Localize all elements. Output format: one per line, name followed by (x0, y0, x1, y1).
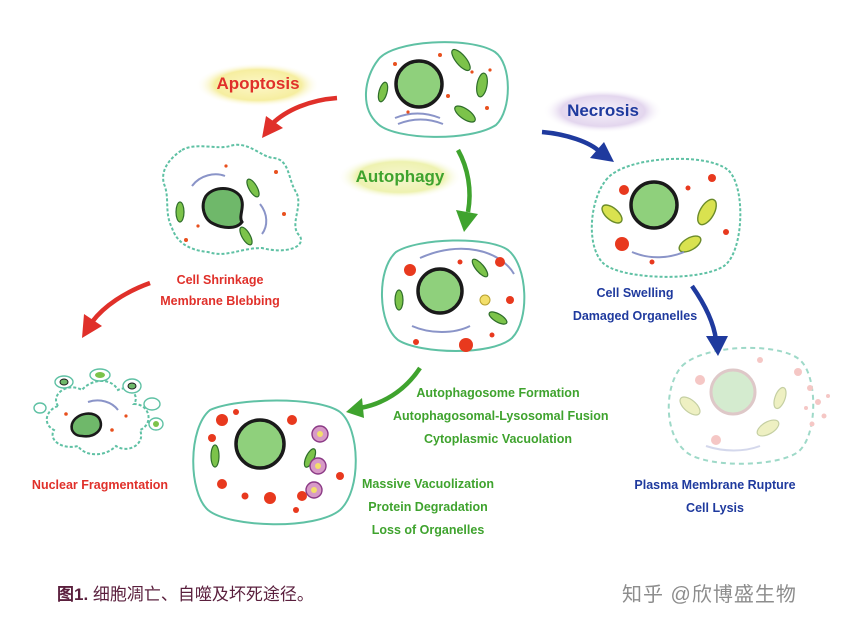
necrosis-stage1-label: Cell Swelling Damaged Organelles (560, 285, 710, 325)
figure-caption: 图1. 细胞凋亡、自噬及坏死途径。 (57, 580, 314, 605)
autophagy-arrow-2 (346, 366, 422, 418)
figure-label: 图1. (57, 585, 89, 604)
autophagy-stage1-line: Autophagosome Formation (416, 386, 580, 400)
autophagy-stage2-line: Massive Vacuolization (362, 477, 494, 491)
figure-caption-text: 细胞凋亡、自噬及坏死途径。 (88, 585, 314, 604)
apoptosis-arrow-1 (262, 95, 338, 138)
autophagy-bubble (338, 155, 462, 199)
apoptosis-stage2-label: Nuclear Fragmentation (31, 478, 169, 492)
apoptosis-title: Apoptosis (216, 74, 300, 93)
autophagy-cell-stage2 (192, 399, 357, 526)
necrosis-title: Necrosis (567, 101, 639, 120)
apoptotic-shrinking-cell (162, 143, 302, 255)
necrosis-stage2-line: Cell Lysis (686, 501, 744, 515)
necrotic-lysed-cell (667, 346, 830, 465)
apoptosis-stage1-label: Cell Shrinkage Membrane Blebbing (150, 272, 290, 310)
apoptosis-bubble (196, 63, 320, 107)
autophagy-stage1-line: Autophagosomal-Lysosomal Fusion (393, 409, 609, 423)
watermark: 知乎 @欣博盛生物 (622, 584, 797, 606)
autophagy-arrow-1 (456, 148, 478, 232)
apoptosis-stage1-line: Cell Shrinkage (176, 273, 264, 287)
autophagy-stage1-line: Cytoplasmic Vacuolation (424, 432, 572, 446)
autophagy-stage2-line: Loss of Organelles (371, 523, 485, 537)
necrosis-stage1-line: Cell Swelling (596, 286, 674, 300)
necrosis-arrow-2 (690, 284, 728, 356)
apoptosis-stage1-line: Membrane Blebbing (160, 294, 280, 308)
autophagy-cell-stage1 (380, 239, 526, 352)
necrosis-stage2-label: Plasma Membrane Rupture Cell Lysis (620, 477, 810, 517)
normal-cell (364, 41, 509, 138)
autophagy-title: Autophagy (355, 167, 445, 186)
necrosis-stage1-line: Damaged Organelles (572, 309, 698, 323)
apoptosis-arrow-2 (82, 280, 151, 338)
necrosis-stage2-line: Plasma Membrane Rupture (634, 478, 796, 492)
autophagy-stage2-label: Massive Vacuolization Protein Degradatio… (348, 476, 508, 539)
autophagy-stage2-line: Protein Degradation (368, 500, 488, 514)
necrosis-arrow-1 (541, 129, 614, 162)
apoptotic-fragmented-cell (33, 368, 164, 456)
necrotic-swollen-cell (590, 157, 742, 278)
autophagy-stage1-label: Autophagosome Formation Autophagosomal-L… (393, 385, 609, 448)
necrosis-bubble (543, 89, 663, 133)
